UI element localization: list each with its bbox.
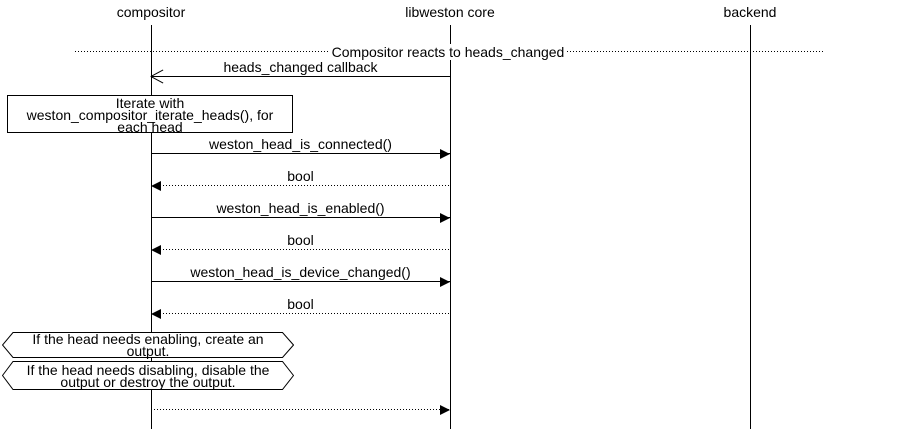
filled-arrowhead-icon — [440, 277, 450, 287]
open-arrowhead-icon — [150, 76, 164, 84]
condition-label: If the head needs enabling, create an ou… — [32, 331, 264, 359]
message-heads-changed-callback: heads_changed callback — [150, 57, 450, 84]
message-line — [151, 281, 450, 282]
message-weston-head-is-connected: weston_head_is_connected() — [151, 134, 450, 159]
message-weston-head-is-device-changed: weston_head_is_device_changed() — [151, 262, 450, 287]
message-label: heads_changed callback — [223, 59, 378, 75]
message-label: weston_head_is_connected() — [209, 136, 392, 152]
participant-label-backend: backend — [723, 4, 777, 20]
message-label: weston_head_is_enabled() — [216, 200, 385, 216]
hexagon-shape — [2, 332, 294, 358]
message-line — [151, 409, 450, 410]
note-iterate-heads: Iterate with weston_compositor_iterate_h… — [7, 95, 293, 134]
condition-enable-output: If the head needs enabling, create an ou… — [2, 332, 294, 358]
message-line — [151, 76, 450, 77]
message-final-return — [151, 390, 450, 415]
filled-arrowhead-icon — [440, 405, 450, 415]
message-label: weston_head_is_device_changed() — [190, 264, 411, 280]
message-return-bool-3: bool — [151, 294, 450, 319]
message-line — [151, 249, 450, 250]
message-return-bool-2: bool — [151, 230, 450, 255]
message-weston-head-is-enabled: weston_head_is_enabled() — [151, 198, 450, 223]
message-label: bool — [287, 232, 314, 248]
lifeline-compositor — [151, 25, 152, 429]
condition-label: If the head needs disabling, disable the… — [26, 361, 270, 390]
message-return-bool-1: bool — [151, 166, 450, 191]
participant-label-libweston-core: libweston core — [405, 4, 495, 20]
filled-arrowhead-icon — [440, 213, 450, 223]
lifeline-backend — [750, 25, 751, 429]
filled-arrowhead-icon — [151, 245, 161, 255]
divider-label: Compositor reacts to heads_changed — [329, 44, 567, 60]
lifeline-libweston-core — [450, 25, 451, 429]
participant-label-compositor: compositor — [116, 4, 186, 20]
filled-arrowhead-icon — [440, 149, 450, 159]
message-line — [151, 313, 450, 314]
message-label: bool — [287, 168, 314, 184]
message-line — [151, 153, 450, 154]
filled-arrowhead-icon — [151, 181, 161, 191]
message-line — [151, 217, 450, 218]
message-label: bool — [287, 296, 314, 312]
hexagon-shape — [2, 361, 294, 390]
condition-disable-output: If the head needs disabling, disable the… — [2, 361, 294, 390]
message-line — [151, 185, 450, 186]
filled-arrowhead-icon — [151, 309, 161, 319]
